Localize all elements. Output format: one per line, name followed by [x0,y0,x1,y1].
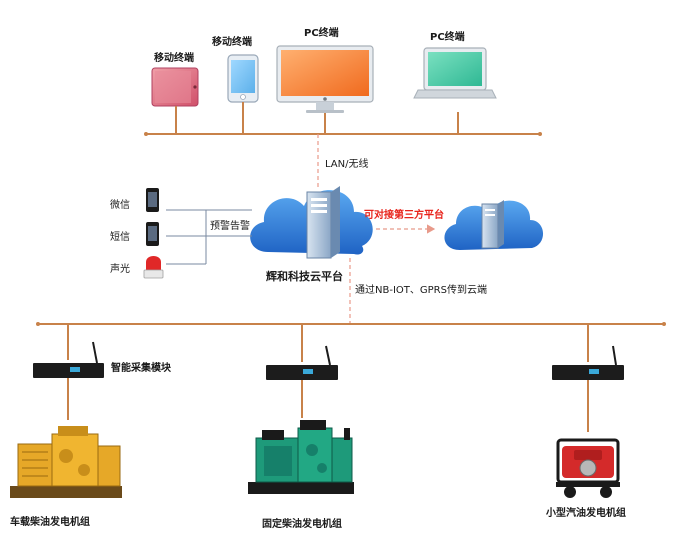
mobile-terminal-label-2: 移动终端 [212,35,252,48]
pc-terminal-1: PC终端 [276,26,374,113]
platform-name: 辉和科技云平台 [266,269,343,283]
alternator-icon [97,445,121,487]
uplink-label: 通过NB-IOT、GPRS传到云端 [355,283,487,296]
collector-device-icon [33,363,104,378]
collector-label: 智能采集模块 [111,361,172,374]
pc-terminal-label-1: PC终端 [304,26,339,39]
engine-block [579,459,597,477]
diesel-generator-vehicle: 车载柴油发电机组 [10,426,122,528]
collector-module-1: 智能采集模块 [33,324,172,420]
generator-label-2: 固定柴油发电机组 [262,517,342,530]
pc-terminal-2: PC终端 [413,30,497,99]
cloud-platform: 辉和科技云平台 [250,186,373,283]
alert-label: 预警告警 [210,219,250,232]
collector-module-2 [266,324,338,418]
collector-device-icon [552,365,624,380]
collector-device-icon [266,365,338,380]
diesel-generator-fixed: 固定柴油发电机组 [248,420,354,530]
alert-item-light-sound: 声光 [110,262,130,275]
collector-module-3 [552,324,624,432]
gasoline-generator-small: 小型汽油发电机组 [545,438,626,519]
generator-label-3: 小型汽油发电机组 [545,506,626,519]
siren-icon [146,256,161,270]
mobile-terminal-2: 移动终端 [212,35,259,103]
third-party-cloud [444,200,544,250]
alternator-icon [331,437,353,483]
generator-base [248,482,354,494]
generator-label-1: 车载柴油发电机组 [10,515,90,528]
lan-link-label: LAN/无线 [325,157,369,170]
generator-base [10,486,122,498]
alert-item-wechat: 微信 [110,198,130,211]
third-party-label: 可对接第三方平台 [364,208,444,221]
radiator-icon [17,443,53,487]
wheel-icon [600,486,612,498]
pc-terminal-label-2: PC终端 [430,30,465,43]
alert-item-sms: 短信 [110,230,130,243]
mobile-terminal-label-1: 移动终端 [154,51,194,64]
server-icon [306,191,332,259]
mobile-terminal-1: 移动终端 [151,51,199,107]
alert-channels: 微信 短信 声光 预警告警 [110,188,252,279]
engine-block [51,433,99,487]
wheel-icon [564,486,576,498]
